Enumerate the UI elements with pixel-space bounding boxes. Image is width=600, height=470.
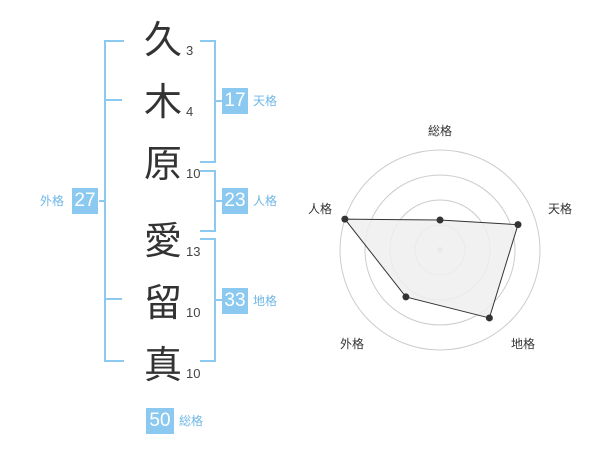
chikaku-connector <box>214 299 222 301</box>
radar-point-4 <box>341 215 349 223</box>
gaikaku-label: 外格 <box>40 194 65 208</box>
jinkaku-connector <box>214 200 222 202</box>
gaikaku-tick-1 <box>104 99 122 101</box>
name-char-1: 久 <box>143 18 182 62</box>
radar-series-polygon <box>343 218 519 319</box>
gaikaku-connector <box>99 200 106 202</box>
radar-axis-label-chikaku: 地格 <box>511 337 536 351</box>
radar-ring-3 <box>364 174 516 326</box>
radar-point-2 <box>485 314 493 322</box>
stroke-count-6: 10 <box>186 366 201 381</box>
stroke-count-5: 10 <box>186 305 201 320</box>
radar-axis-label-tenkaku: 天格 <box>548 202 573 216</box>
soukaku-label: 総格 <box>179 414 204 428</box>
radar-point-1 <box>514 221 522 229</box>
tenkaku-label: 天格 <box>253 94 278 108</box>
soukaku-value: 50 <box>146 408 174 434</box>
stroke-count-2: 4 <box>186 104 194 119</box>
radar-point-3 <box>402 293 410 301</box>
chikaku-value: 33 <box>222 288 248 314</box>
jinkaku-label: 人格 <box>253 194 278 208</box>
name-char-3: 原 <box>143 142 182 186</box>
tenkaku-connector <box>214 100 222 102</box>
radar-series <box>341 215 522 322</box>
stroke-count-1: 3 <box>186 43 194 58</box>
chikaku-label: 地格 <box>253 294 278 308</box>
radar-ring-4 <box>339 149 541 351</box>
radar-point-0 <box>436 216 444 224</box>
radar-axis-label-jinkaku: 人格 <box>308 202 333 216</box>
stroke-count-4: 13 <box>186 244 201 259</box>
radar-axis-label-soukaku: 総格 <box>428 124 453 138</box>
radar-axis-label-gaikaku: 外格 <box>340 337 365 351</box>
name-char-2: 木 <box>143 80 182 124</box>
gaikaku-tick-2 <box>104 298 122 300</box>
tenkaku-value: 17 <box>222 88 248 114</box>
name-char-6: 真 <box>143 343 182 387</box>
jinkaku-value: 23 <box>222 188 248 214</box>
stroke-count-3: 10 <box>186 166 201 181</box>
name-char-5: 留 <box>143 281 182 325</box>
name-char-4: 愛 <box>143 219 182 263</box>
gaikaku-value: 27 <box>72 188 98 214</box>
